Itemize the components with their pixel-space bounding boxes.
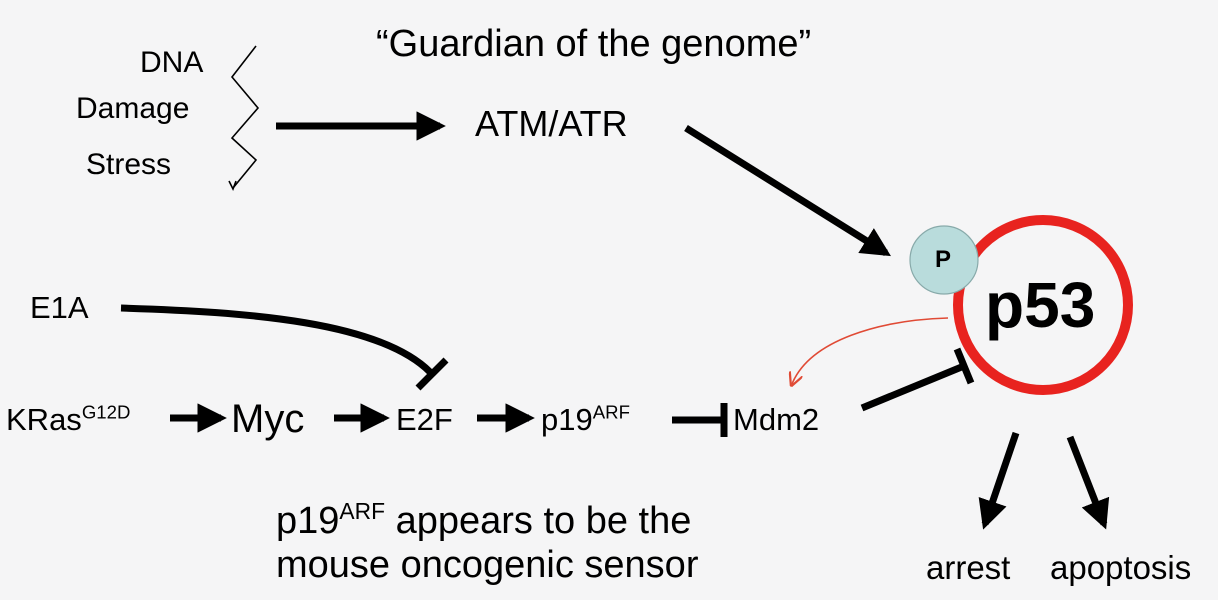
arrow-p53-to-apoptosis	[1066, 435, 1110, 530]
node-myc: Myc	[231, 397, 305, 441]
stress-label-stress: Stress	[86, 148, 172, 181]
node-e1a: E1A	[30, 290, 89, 325]
stress-label-dna: DNA	[140, 46, 204, 79]
inhibit-e1a-to-e2f	[120, 304, 433, 375]
phospho-label: P	[935, 246, 952, 273]
stress-label-damage: Damage	[76, 92, 190, 125]
node-atm-atr: ATM/ATR	[475, 103, 628, 144]
arrow-p53-to-arrest	[978, 431, 1020, 530]
diagram-title: “Guardian of the genome”	[376, 23, 812, 65]
node-mdm2: Mdm2	[733, 402, 820, 437]
stress-squiggle	[230, 45, 260, 189]
note-line-1: p19ARF appears to be the	[276, 497, 692, 542]
node-e2f: E2F	[396, 402, 453, 437]
arrow-atm-to-p53	[684, 125, 891, 257]
node-kras: KRasG12D	[6, 401, 131, 437]
p53-ring	[953, 215, 1133, 395]
outcome-apoptosis: apoptosis	[1050, 549, 1192, 586]
feedback-p53-to-mdm2	[792, 317, 949, 384]
inhibit-mdm2-to-p53	[860, 362, 966, 412]
note-line-2: mouse oncogenic sensor	[276, 544, 699, 586]
outcome-arrest: arrest	[926, 549, 1011, 586]
node-p19arf: p19ARF	[541, 401, 630, 437]
oncogenic-sensor-note: p19ARF appears to be the mouse oncogenic…	[276, 499, 698, 587]
phospho-badge	[909, 225, 979, 295]
node-p53: p53	[985, 269, 1096, 341]
